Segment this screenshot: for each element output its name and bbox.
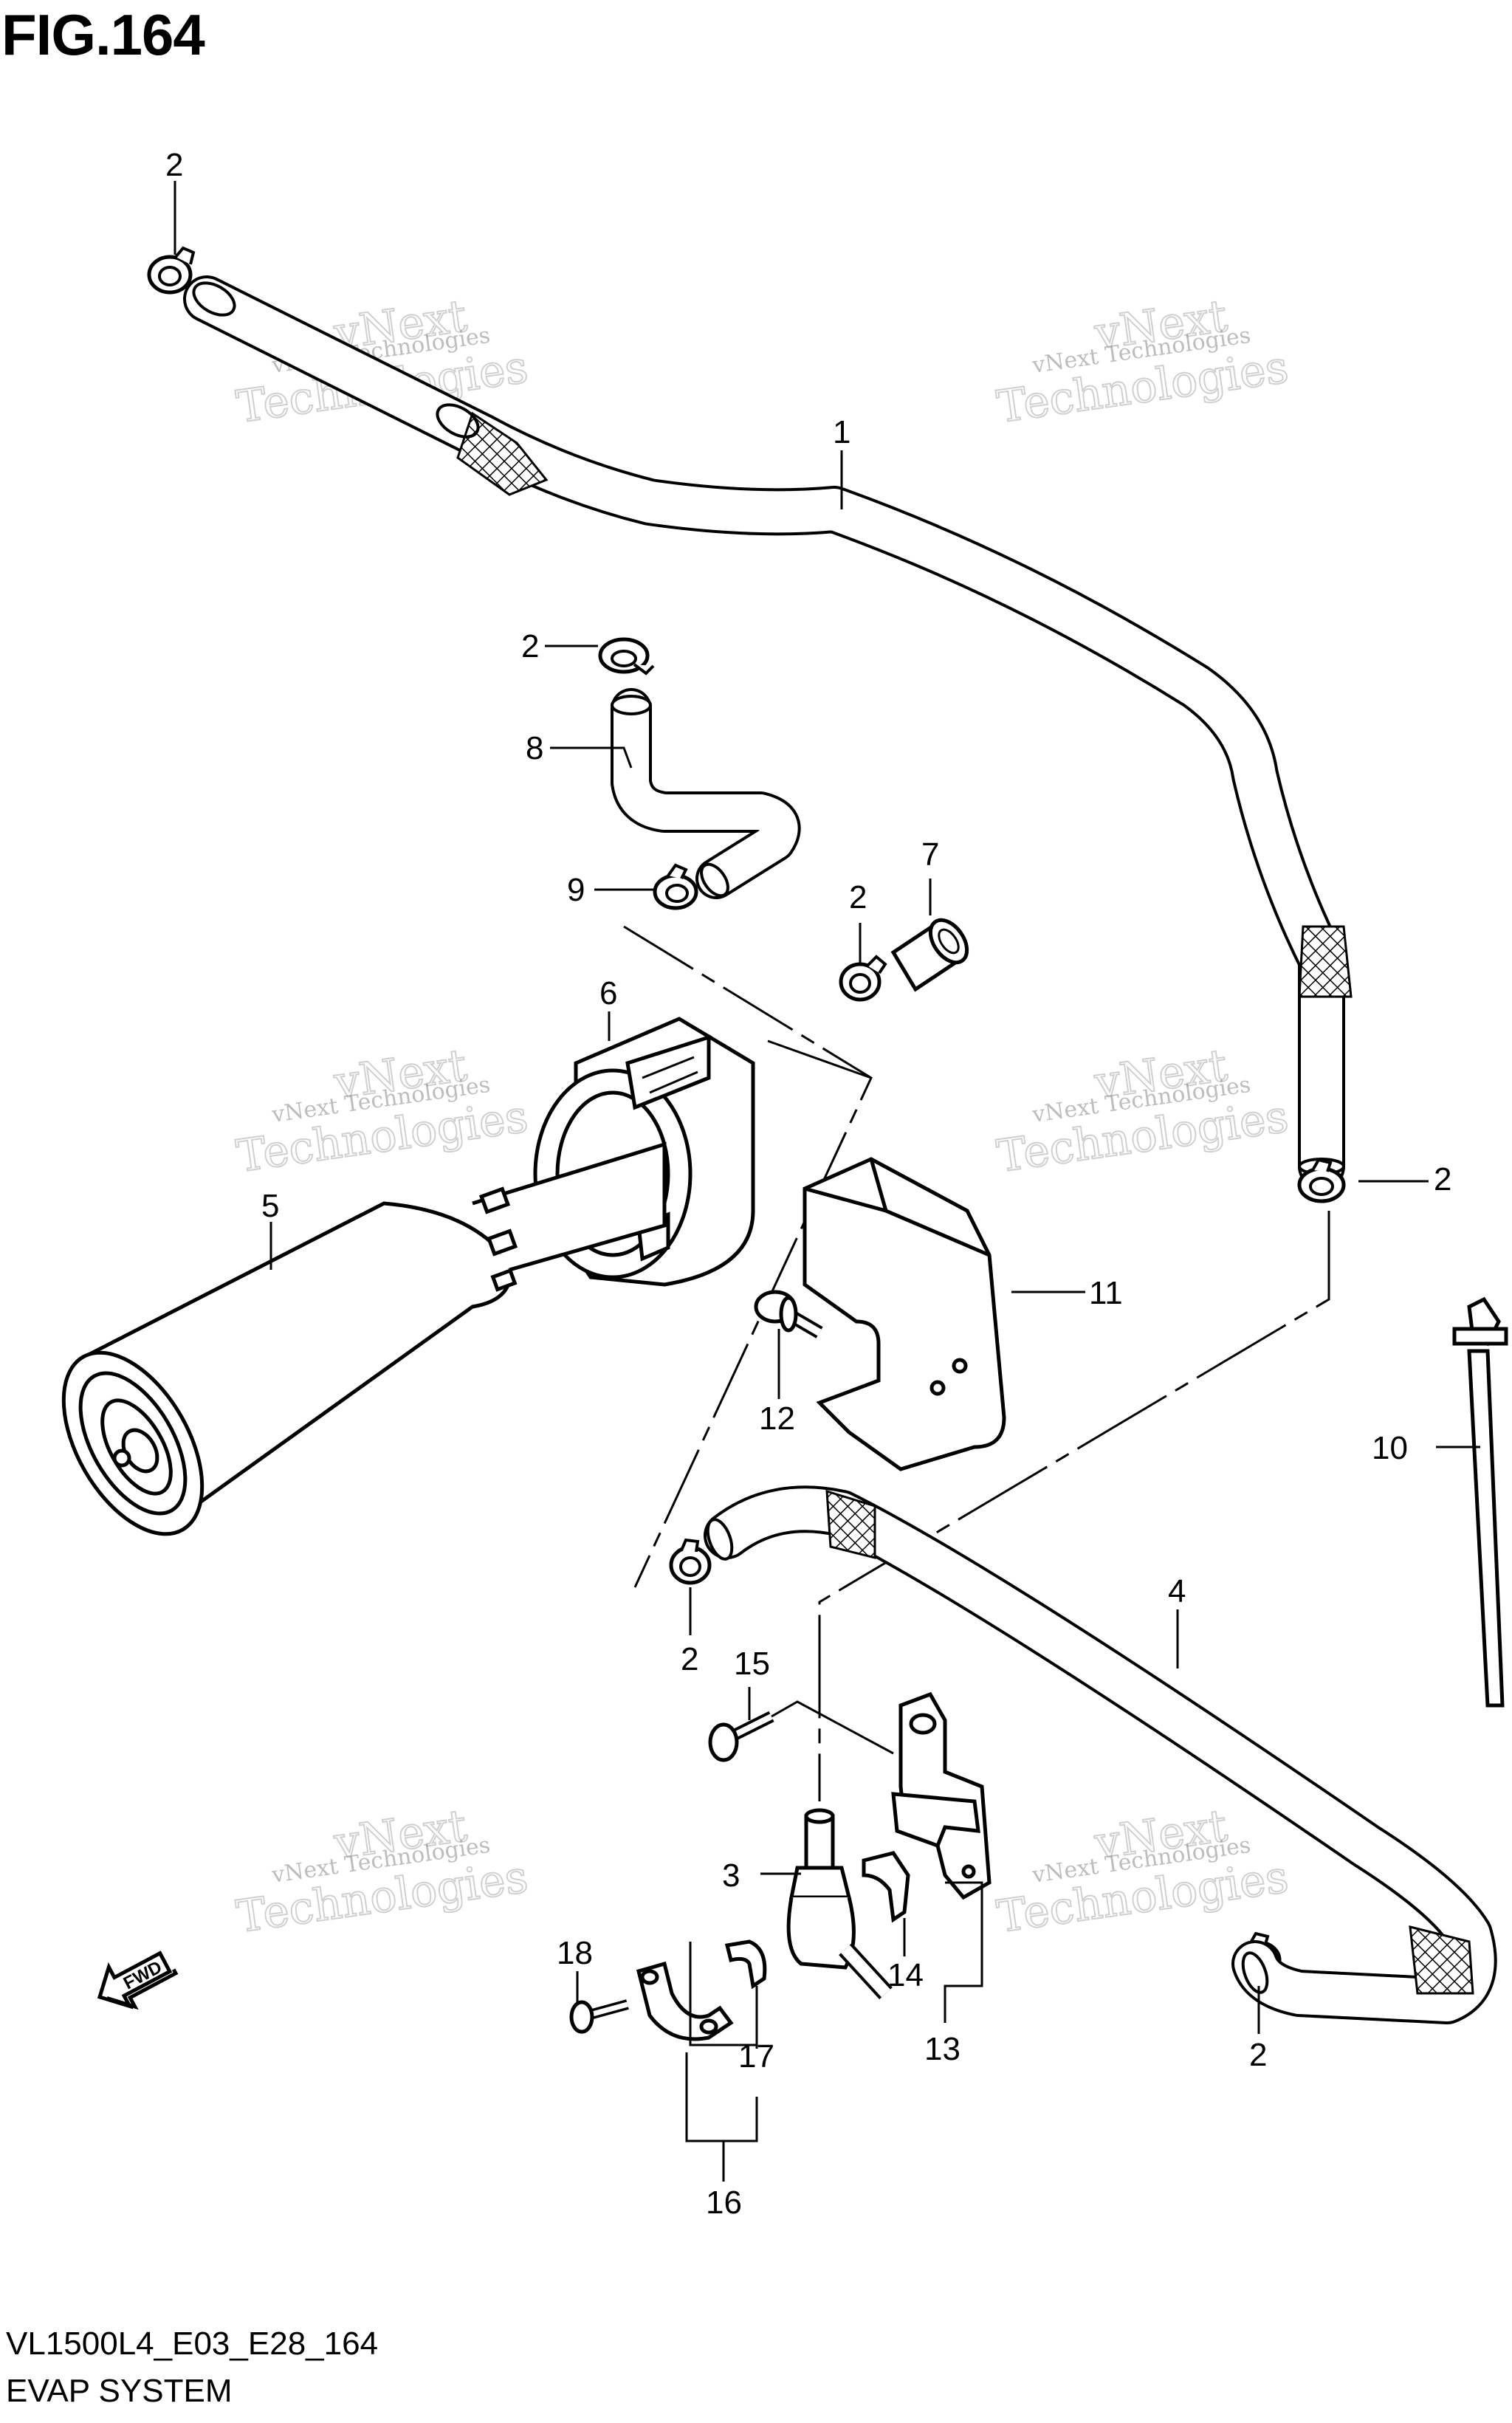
fuel-pump-5 <box>61 1141 667 1536</box>
callout-2-mid: 2 <box>849 879 867 915</box>
sleeve-7 <box>890 918 969 992</box>
clamp-2-right <box>1297 1158 1346 1203</box>
callout-2-top: 2 <box>165 147 183 183</box>
screw-15 <box>708 1700 894 1762</box>
valve-3 <box>786 1808 893 2000</box>
screw-18 <box>569 1999 629 2034</box>
cover-11 <box>803 1157 1006 1471</box>
callout-5: 5 <box>261 1188 279 1224</box>
callout-11: 11 <box>1089 1275 1123 1311</box>
clip-14 <box>862 1851 910 1923</box>
callout-10: 10 <box>1372 1430 1408 1466</box>
callout-2-right: 2 <box>1434 1161 1451 1197</box>
clamp-2-mid <box>839 955 887 1002</box>
callout-14: 14 <box>887 1957 924 1993</box>
callout-6: 6 <box>599 975 617 1011</box>
clamp-2-hose8 <box>598 637 655 676</box>
hose-1 <box>183 275 1353 1190</box>
callout-16: 16 <box>706 2185 742 2221</box>
strap-16 <box>636 1961 734 2041</box>
callout-18: 18 <box>557 1935 593 1971</box>
callout-12: 12 <box>759 1400 795 1437</box>
fwd-arrow-icon: FWD <box>97 1951 179 2010</box>
clamp-2-top <box>147 246 196 295</box>
callout-17: 17 <box>738 2038 774 2075</box>
reference-lines <box>623 925 1330 1801</box>
callout-2-lower-left: 2 <box>681 1641 698 1677</box>
bolt-12 <box>754 1290 823 1338</box>
bracket-13 <box>891 1691 992 1900</box>
clamp-9 <box>653 863 698 910</box>
clamp-2-lower-left <box>669 1538 712 1585</box>
leader-lines <box>173 181 1480 2182</box>
callout-labels: 2 1 2 8 9 2 7 6 2 11 10 5 12 2 4 15 3 14… <box>165 147 1451 2221</box>
clip-17 <box>724 1939 767 1990</box>
callout-2-lower-right: 2 <box>1249 2037 1267 2073</box>
callout-15: 15 <box>734 1646 770 1682</box>
callout-2-upper: 2 <box>521 628 539 664</box>
section-name: EVAP SYSTEM <box>6 2373 233 2409</box>
hose-8 <box>611 688 801 899</box>
diagram-code: VL1500L4_E03_E28_164 <box>6 2326 379 2362</box>
callout-3: 3 <box>722 1857 740 1894</box>
cable-tie-10 <box>1452 1296 1508 1708</box>
callout-9: 9 <box>567 872 585 908</box>
callout-4: 4 <box>1168 1573 1186 1609</box>
callout-13: 13 <box>924 2031 961 2067</box>
figure-title: FIG.164 <box>1 2 205 67</box>
callout-7: 7 <box>921 836 939 873</box>
hose-4 <box>704 1485 1497 2024</box>
callout-8: 8 <box>526 730 543 766</box>
callout-1: 1 <box>833 414 850 450</box>
